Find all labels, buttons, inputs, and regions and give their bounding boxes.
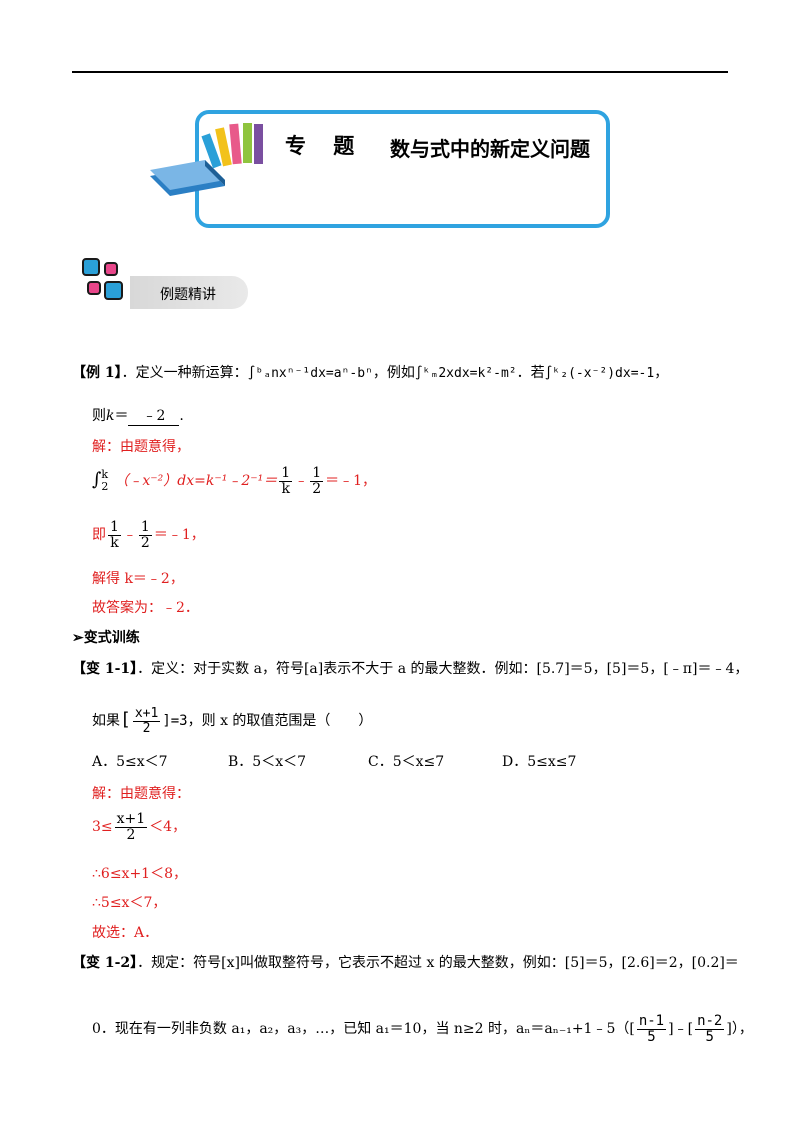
v2-mid: ]﹣[ <box>668 1021 694 1038</box>
banner-title: 专 题 <box>285 133 365 158</box>
ex1-sol-line1-end: ＝﹣1， <box>325 473 377 490</box>
v2-line2: 0．现在有一列非负数 a₁，a₂，a₃，…，已知 a₁＝10，当 n≥2 时，a… <box>92 1014 753 1044</box>
ex1-ask-end: . <box>179 408 184 424</box>
frac-num: n-2 <box>695 1013 725 1030</box>
ex1-sol-title: 解：由题意得， <box>92 439 190 455</box>
ex1-then: ．若 <box>516 365 545 381</box>
section-tag-bg <box>130 276 248 309</box>
v1-bracket-right: ]=3 <box>162 713 188 730</box>
frac-num: n-1 <box>636 1013 667 1030</box>
ex1-sol-line4: 故答案为：﹣2． <box>92 600 199 616</box>
frac-den: 5 <box>647 1028 656 1045</box>
v2-text: ．规定：符号[x]叫做取整符号，它表示不超过 x 的最大整数，例如：[5]＝5，… <box>137 955 739 971</box>
frac-den: 2 <box>142 720 151 736</box>
v1-s1-pre: 3≤ <box>92 819 113 836</box>
ex1-answer-blank: ﹣2 <box>128 405 180 426</box>
top-rule <box>72 71 728 73</box>
v1-option-d: D．5≤x≤7 <box>502 754 577 770</box>
ex1-def-formula: ∫ᵇₐnxⁿ⁻¹dx=aⁿ-bⁿ <box>247 366 373 381</box>
v1-option-c: C．5＜x≤7 <box>368 754 445 770</box>
v1-sol-line2: ∴6≤x+1＜8， <box>92 866 187 882</box>
v1-bracket-left: [ <box>120 709 131 731</box>
frac-den: 2 <box>312 480 322 497</box>
v2-question: 【变 1-2】．规定：符号[x]叫做取整符号，它表示不超过 x 的最大整数，例如… <box>72 952 739 972</box>
frac-den: 2 <box>140 534 150 551</box>
section-label: 例题精讲 <box>160 287 216 303</box>
section-squares-icon <box>82 258 123 300</box>
v1-line2-post: ，则 x 的取值范围是（ ） <box>187 713 373 730</box>
v1-sol-title: 解：由题意得： <box>92 786 190 802</box>
v1-option-b: B．5＜x＜7 <box>228 754 306 770</box>
frac-den: k <box>110 534 119 551</box>
banner-subtitle: 数与式中的新定义问题 <box>390 137 590 161</box>
ex1-ask: 则k＝﹣2. <box>92 405 184 426</box>
variants-header: ➢变式训练 <box>72 630 140 646</box>
frac-num: x+1 <box>114 811 148 828</box>
v1-s1-post: ＜4， <box>149 819 187 836</box>
books-icon <box>150 123 263 196</box>
frac-den: 2 <box>126 826 136 843</box>
frac-num: x+1 <box>132 706 161 722</box>
ex1-comma: ， <box>654 365 669 381</box>
v1-option-a: A．5≤x＜7 <box>92 754 168 770</box>
frac-den: 5 <box>705 1028 714 1045</box>
frac-num: 1 <box>310 465 324 482</box>
ex1-sol-body: （﹣x⁻²）dx=k⁻¹﹣2⁻¹＝ <box>114 473 278 490</box>
ex1-sol-line2-end: ＝﹣1， <box>153 527 205 544</box>
v1-text: ．定义：对于实数 a，符号[a]表示不大于 a 的最大整数．例如：[5.7]＝5… <box>137 661 749 677</box>
v2-tag: 【变 1-2】 <box>72 955 138 971</box>
ex1-minus: ﹣ <box>122 527 137 544</box>
v1-line2-pre: 如果 <box>92 713 120 730</box>
frac-den: k <box>281 480 290 497</box>
frac-num: 1 <box>108 519 121 536</box>
ex1-ask-var: k <box>106 408 115 424</box>
ex1-question: 【例 1】．定义一种新运算：∫ᵇₐnxⁿ⁻¹dx=aⁿ-bⁿ，例如∫ᵏₘ2xdx… <box>72 362 668 382</box>
frac-num: 1 <box>138 519 152 536</box>
ex1-lim-top: k <box>101 468 109 482</box>
ex1-ask-prefix: 则 <box>92 408 106 424</box>
ex1-mid: ，例如 <box>372 365 415 381</box>
ex1-integral-sign: ∫ <box>92 469 102 491</box>
v2-end: ]）， <box>726 1021 753 1038</box>
ex1-cond-formula: ∫ᵏ₂(-x⁻²)dx=-1 <box>544 366 655 381</box>
v1-question: 【变 1-1】．定义：对于实数 a，符号[a]表示不大于 a 的最大整数．例如：… <box>72 658 748 678</box>
ex1-tag: 【例 1】 <box>72 365 122 381</box>
v2-line2-text: 0．现在有一列非负数 a₁，a₂，a₃，…，已知 a₁＝10，当 n≥2 时，a… <box>92 1021 635 1038</box>
ex1-ask-eq: ＝ <box>114 408 129 424</box>
v1-tag: 【变 1-1】 <box>72 661 138 677</box>
ex1-example-formula: ∫ᵏₘ2xdx=k²-m² <box>414 366 517 381</box>
ex1-minus: ﹣ <box>294 473 309 490</box>
ex1-lim-bot: 2 <box>101 480 109 494</box>
title-banner-frame <box>195 110 610 228</box>
frac-num: 1 <box>279 465 293 482</box>
v1-sol-line4: 故选：A． <box>92 925 159 941</box>
ex1-intro: ．定义一种新运算： <box>121 365 248 381</box>
ex1-sol-line3: 解得 k＝﹣2， <box>92 571 184 587</box>
ex1-sol-line2-pre: 即 <box>92 527 106 544</box>
v1-sol-line3: ∴5≤x＜7， <box>92 895 167 911</box>
